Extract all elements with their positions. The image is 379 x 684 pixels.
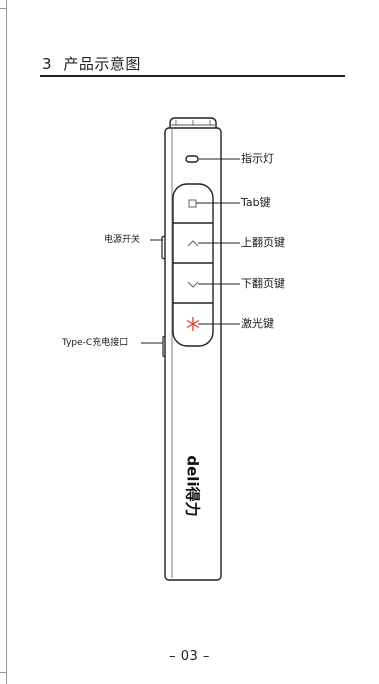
section-title-text: 产品示意图: [63, 55, 141, 73]
label-indicator: 指示灯: [241, 152, 274, 165]
crop-mark-top: [0, 8, 6, 9]
indicator-light: [185, 155, 199, 163]
section-number: 3: [42, 55, 53, 73]
crop-mark-bottom: [0, 672, 6, 673]
square-icon: [188, 199, 197, 208]
leader-lines: [141, 158, 240, 344]
label-power-switch: 电源开关: [104, 235, 141, 245]
label-tab-key: Tab键: [241, 196, 271, 209]
label-page-down: 下翻页键: [241, 277, 285, 290]
button-group: [172, 183, 214, 347]
chevron-down-icon: [187, 281, 199, 288]
title-underline: [40, 75, 345, 77]
presenter-body: [164, 117, 222, 581]
power-switch: [161, 235, 166, 260]
page-number: – 03 –: [169, 649, 210, 664]
label-type-c-port: Type-C充电接口: [62, 338, 129, 348]
section-heading: 3 产品示意图: [42, 53, 141, 74]
crop-mark-left: [6, 0, 7, 684]
asterisk-icon: [186, 317, 200, 331]
label-page-up: 上翻页键: [241, 236, 285, 249]
chevron-up-icon: [187, 240, 199, 247]
brand-logo: deli得力: [183, 455, 202, 517]
label-laser: 激光键: [241, 317, 274, 330]
type-c-port: [162, 335, 166, 358]
